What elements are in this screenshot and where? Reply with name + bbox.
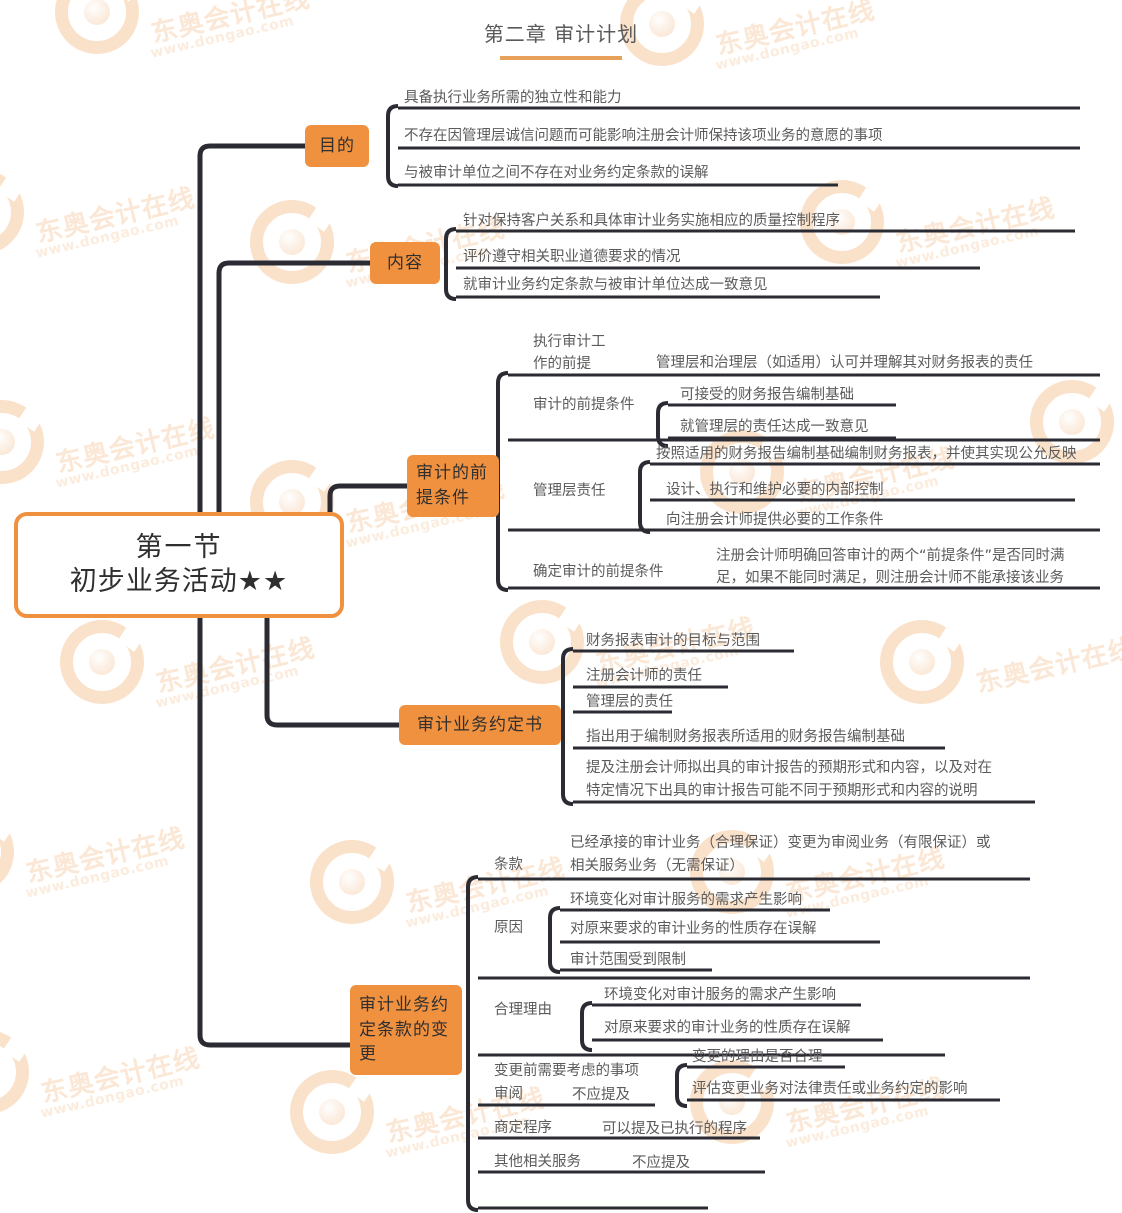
leaf-text: 可接受的财务报告编制基础 [680,387,854,403]
leaf-text: 具备执行业务所需的独立性和能力 [404,90,622,106]
leaf-text: 不应提及 [572,1087,630,1103]
leaf-text: 不存在因管理层诚信问题而可能影响注册会计师保持该项业务的意愿的事项 [404,128,883,144]
mid-label: 其他相关服务 [494,1154,581,1170]
mid-label: 原因 [494,920,523,936]
root-line2: 初步业务活动★★ [69,566,289,597]
leaf-text: 设计、执行和维护必要的内部控制 [666,482,884,498]
branch-node-purpose[interactable]: 目的 [305,125,369,167]
leaf-text: 已经承接的审计业务（合理保证）变更为审阅业务（有限保证）或 相关服务业务（无需保… [570,835,991,875]
leaf-text: 按照适用的财务报告编制基础编制财务报表，并使其实现公允反映 [656,446,1077,462]
leaf-text: 可以提及已执行的程序 [602,1121,747,1137]
mid-label: 审计的前提条件 [533,397,635,413]
title-underline [500,56,622,60]
leaf-text: 对原来要求的审计业务的性质存在误解 [570,921,817,937]
branch-node-engagement-letter[interactable]: 审计业务约定书 [399,705,561,745]
root-line1: 第一节 [135,532,223,564]
leaf-text: 评价遵守相关职业道德要求的情况 [463,249,681,265]
leaf-text: 注册会计师明确回答审计的两个“前提条件”是否同时满 足，如果不能同时满足，则注册… [716,548,1065,587]
page-header: 第二章 审计计划 [0,18,1122,60]
leaf-text: 指出用于编制财务报表所适用的财务报告编制基础 [586,729,905,745]
leaf-text: 就管理层的责任达成一致意见 [680,419,869,435]
leaf-text: 财务报表审计的目标与范围 [586,633,760,649]
leaf-text: 管理层的责任 [586,694,673,710]
leaf-text: 审计范围受到限制 [570,952,686,968]
leaf-text: 变更的理由是否合理 [692,1049,823,1065]
leaf-text: 环境变化对审计服务的需求产生影响 [604,987,836,1003]
leaf-text: 不应提及 [632,1155,690,1171]
leaf-text: 对原来要求的审计业务的性质存在误解 [604,1020,851,1036]
leaf-text: 评估变更业务对法律责任或业务约定的影响 [692,1081,968,1097]
branch-node-terms-change[interactable]: 审计业务约 定条款的变 更 [350,985,462,1075]
page-title: 第二章 审计计划 [483,22,639,46]
leaf-text: 向注册会计师提供必要的工作条件 [666,512,884,528]
mid-label: 管理层责任 [533,483,606,499]
mid-label: 合理理由 [494,1002,552,1018]
branch-node-preconditions[interactable]: 审计的前提条件 [407,455,499,517]
mid-label: 条款 [494,857,523,873]
branch-node-content[interactable]: 内容 [370,242,440,284]
leaf-text: 注册会计师的责任 [586,668,702,684]
leaf-text: 针对保持客户关系和具体审计业务实施相应的质量控制程序 [463,213,840,229]
leaf-text: 与被审计单位之间不存在对业务约定条款的误解 [404,165,709,181]
mid-label: 执行审计工 作的前提 [533,334,606,372]
leaf-text: 就审计业务约定条款与被审计单位达成一致意见 [463,277,768,293]
root-node[interactable]: 第一节 初步业务活动★★ [14,512,344,618]
leaf-text: 管理层和治理层（如适用）认可并理解其对财务报表的责任 [656,355,1033,371]
mid-label: 确定审计的前提条件 [533,564,664,580]
leaf-text: 提及注册会计师拟出具的审计报告的预期形式和内容，以及对在 特定情况下出具的审计报… [586,760,992,800]
leaf-text: 环境变化对审计服务的需求产生影响 [570,892,802,908]
mid-label: 变更前需要考虑的事项 [494,1063,639,1079]
mid-label: 审阅 [494,1086,523,1102]
mid-label: 商定程序 [494,1120,552,1136]
